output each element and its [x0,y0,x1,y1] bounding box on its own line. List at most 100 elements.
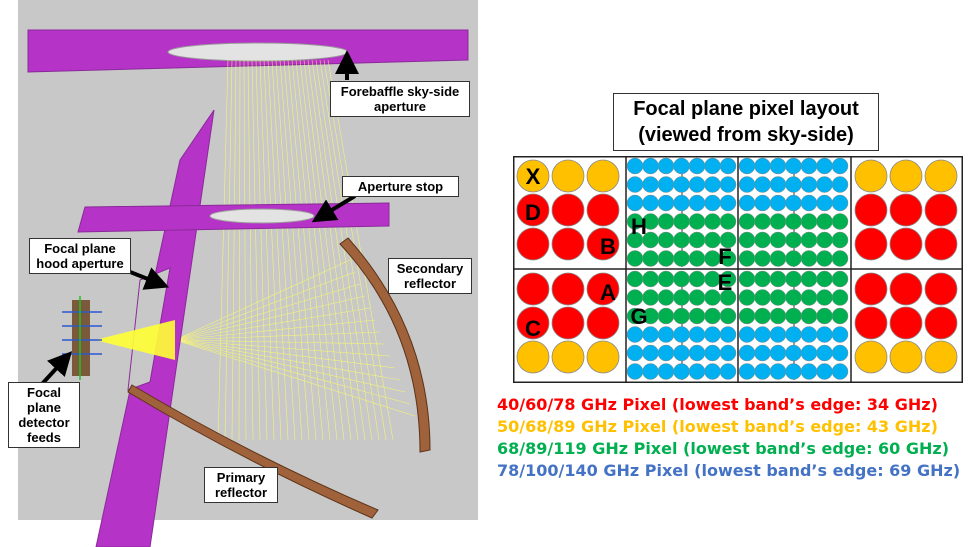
pixel [738,289,756,306]
pixel [688,194,706,212]
pixel [924,272,958,306]
pixel [816,213,833,230]
pixel [831,289,849,306]
pixel [785,344,802,362]
pixel [673,344,690,362]
focus-cone [95,320,175,360]
pixel [704,157,721,175]
legend-item-mid-high-band: 68/89/119 GHz Pixel (lowest band’s edge:… [497,439,950,458]
pixel [769,231,787,249]
pixel [754,194,771,212]
pixel [673,250,690,267]
pixel [673,289,690,306]
pixel [800,213,818,230]
pixel [551,272,585,306]
pixel [657,326,675,343]
pixel [719,270,737,288]
pixel [831,194,849,212]
pixel [626,344,644,362]
pixel [800,326,818,343]
pixel [785,250,802,267]
feeds-arrow [40,351,73,386]
pixel [769,176,787,193]
pixel [785,270,802,288]
pixel-marker: F [718,244,731,269]
pixel [673,307,690,325]
pixel [586,193,620,227]
pixel [688,231,706,249]
pixel [719,307,737,325]
pixel [816,157,833,175]
pixel [924,306,958,340]
pixel [719,250,737,267]
pixel [800,231,818,249]
pixel [831,307,849,325]
pixel [785,213,802,230]
legend-item-high-band: 78/100/140 GHz Pixel (lowest band’s edge… [497,461,961,480]
pixel [551,306,585,340]
pixel [785,194,802,212]
pixel [704,344,721,362]
pixel [657,289,675,306]
pixel [738,157,756,175]
pixel [586,340,620,374]
pixel [688,157,706,175]
pixel [657,194,675,212]
pixel [657,307,675,325]
pixel [719,213,737,230]
pixel [516,272,550,306]
pixel [516,306,550,340]
pixel [688,289,706,306]
pixel [889,272,923,306]
pixel [586,306,620,340]
pixel [704,307,721,325]
pixel [688,270,706,288]
pixel [816,176,833,193]
pixel [769,270,787,288]
pixel [769,363,787,380]
pixel [738,213,756,230]
pixel [657,344,675,362]
pixel [657,157,675,175]
pixel [704,363,721,380]
pixel [688,250,706,267]
pixel [754,176,771,193]
pixel [800,176,818,193]
pixel [657,270,675,288]
pixel [516,227,550,261]
pixel [719,194,737,212]
aperture-stop-arrow [311,194,357,223]
pixel [719,231,737,249]
pixel [831,231,849,249]
pixel [688,344,706,362]
pixel [831,326,849,343]
pixel [769,307,787,325]
pixel [673,176,690,193]
pixel [831,250,849,267]
pixel [626,176,644,193]
pixel [831,176,849,193]
detector-feeds-callout: Focal plane detector feeds [8,382,80,448]
pixel [688,213,706,230]
pixel [889,159,923,193]
pixel-marker: G [630,304,647,329]
pixel [738,176,756,193]
pixel [816,363,833,380]
pixel [642,270,659,288]
pixel [738,270,756,288]
pixel [816,344,833,362]
pixel [704,326,721,343]
pixel [551,340,585,374]
pixel [516,159,550,193]
pixel [642,344,659,362]
pixel [785,363,802,380]
ray-bundle [174,59,416,441]
pixel [754,326,771,343]
detector-feeds-graphic [62,296,102,380]
pixel [738,326,756,343]
pixel [586,272,620,306]
pixel [785,231,802,249]
pixel [831,213,849,230]
pixel [769,250,787,267]
pixel [854,272,888,306]
